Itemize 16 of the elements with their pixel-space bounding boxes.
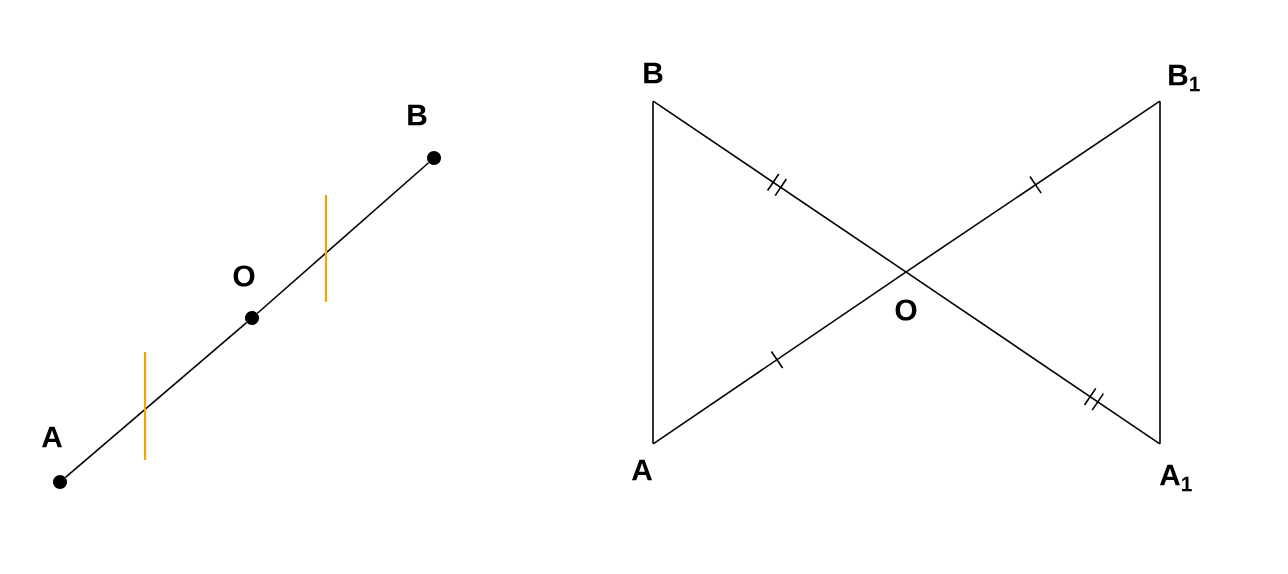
point-label: B (408, 104, 427, 126)
point-label: A (41, 426, 62, 448)
point-label: B (644, 62, 663, 84)
line-segment (905, 100, 1161, 273)
point-label: A$_{1}$ (1159, 464, 1192, 492)
line-segment (1159, 100, 1161, 445)
line-segment (905, 271, 1161, 445)
point-label: A (631, 459, 652, 481)
point-label: B$_{1}$ (1169, 64, 1200, 92)
point-label: O (895, 299, 917, 321)
line-segment (652, 271, 907, 445)
line-segment (652, 100, 654, 445)
line-segment (652, 100, 907, 273)
point-label: O (233, 265, 255, 287)
line-segment (256, 161, 430, 315)
line-segment (64, 321, 248, 479)
